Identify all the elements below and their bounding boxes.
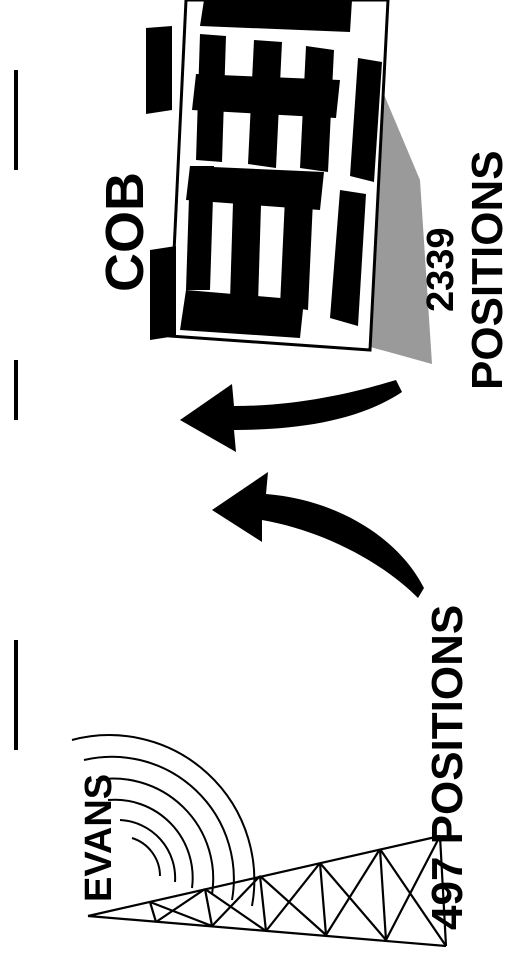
- title-rule-marks: [14, 70, 18, 750]
- cob-count-label: 2339: [420, 227, 462, 312]
- cob-positions-label: POSITIONS: [463, 150, 512, 390]
- evans-positions-label: 497 POSITIONS: [423, 604, 472, 930]
- radio-tower-icon: [87, 834, 448, 948]
- cob-label: COB: [95, 172, 155, 292]
- curved-arrow-upper: [180, 380, 402, 452]
- evans-label: EVANS: [78, 773, 120, 902]
- office-building-icon: [146, 0, 432, 364]
- curved-arrow-lower: [212, 472, 424, 598]
- radio-waves-icon: [71, 734, 256, 907]
- curved-arrow-icon: [180, 380, 424, 598]
